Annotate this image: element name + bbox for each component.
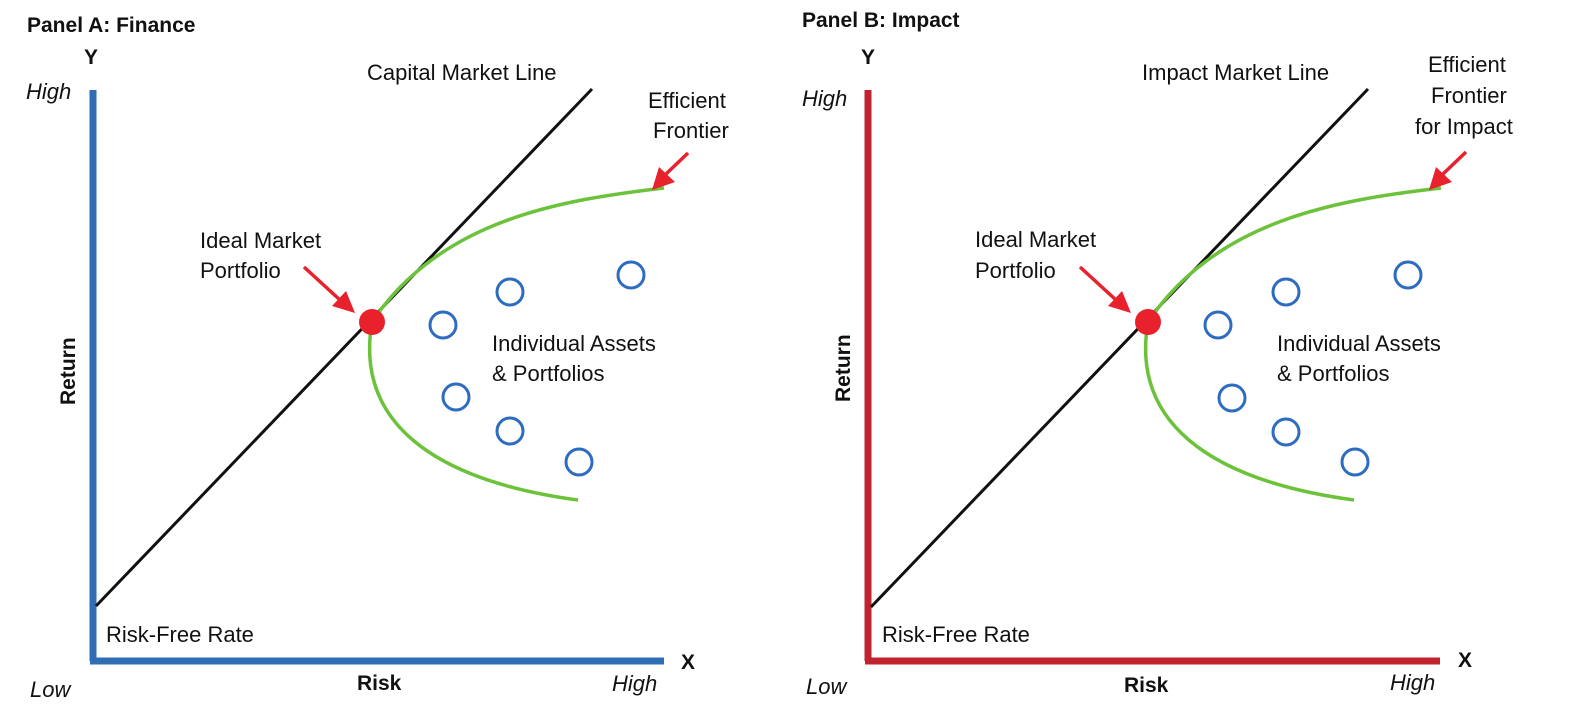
panel-b-y-name: Return xyxy=(832,334,855,402)
panel-a-capital-market-line xyxy=(94,87,594,608)
panel-b-frontier-arrow xyxy=(1441,150,1468,176)
panel-b-portfolio-label-2: Portfolio xyxy=(975,258,1056,283)
panel-b-portfolio-arrow xyxy=(1078,265,1118,302)
panel-b-y-high: High xyxy=(802,86,847,111)
panel-a-ideal-portfolio-dot xyxy=(359,309,385,335)
panel-a-frontier-label-1: Efficient xyxy=(648,88,726,113)
panel-b-risk-free-label: Risk-Free Rate xyxy=(882,622,1030,647)
panel-b-frontier-label-2: Frontier xyxy=(1431,83,1507,108)
panel-a-y-name: Return xyxy=(57,337,80,405)
panel-b-x-low: Low xyxy=(806,674,848,699)
panel-b-asset-3 xyxy=(1393,260,1423,290)
panel-b-asset-1 xyxy=(1203,310,1233,340)
panel-b-x-high: High xyxy=(1390,670,1435,695)
panel-b-y-letter: Y xyxy=(861,46,875,69)
panel-a-portfolio-arrow xyxy=(302,265,342,302)
panel-a-frontier-arrowhead xyxy=(652,167,675,190)
panel-b-frontier-label-1: Efficient xyxy=(1428,52,1506,77)
panel-b-x-name: Risk xyxy=(1124,674,1169,697)
panel-a-y-letter: Y xyxy=(84,46,98,69)
panel-a-asset-6 xyxy=(564,447,594,477)
panel-a-frontier-arrow xyxy=(664,151,690,176)
panel-b-asset-5 xyxy=(1271,417,1301,447)
panel-a-portfolio-label-1: Ideal Market xyxy=(200,228,321,253)
panel-b-asset-2 xyxy=(1271,277,1301,307)
panel-a-x-name: Risk xyxy=(357,672,402,695)
panel-b-portfolio-label-1: Ideal Market xyxy=(975,227,1096,252)
panel-a: Panel A: Finance Y X High Low High Risk … xyxy=(26,14,729,702)
panel-a-frontier-label-2: Frontier xyxy=(653,118,729,143)
panel-a-portfolio-arrowhead xyxy=(332,291,355,313)
panel-b-assets-label-2: & Portfolios xyxy=(1277,361,1390,386)
panel-a-asset-5 xyxy=(495,416,525,446)
panel-b-assets-label-1: Individual Assets xyxy=(1277,331,1441,356)
panel-b-x-letter: X xyxy=(1458,649,1472,672)
panel-a-x-high: High xyxy=(612,671,657,696)
panel-a-assets-label-2: & Portfolios xyxy=(492,361,605,386)
panel-a-asset-2 xyxy=(495,277,525,307)
panel-b-ideal-portfolio-dot xyxy=(1135,309,1161,335)
panel-a-market-line-label: Capital Market Line xyxy=(367,60,557,85)
panel-a-asset-3 xyxy=(616,260,646,290)
panel-a-x-low: Low xyxy=(30,677,72,702)
panel-a-portfolio-label-2: Portfolio xyxy=(200,258,281,283)
panel-b-asset-4 xyxy=(1217,383,1247,413)
panel-a-title: Panel A: Finance xyxy=(27,14,195,37)
panel-a-x-letter: X xyxy=(681,651,695,674)
panel-a-asset-4 xyxy=(441,382,471,412)
panel-b-portfolio-arrowhead xyxy=(1108,291,1131,313)
panel-a-y-high: High xyxy=(26,79,71,104)
panel-b-frontier-arrowhead xyxy=(1429,167,1452,190)
panel-b-asset-6 xyxy=(1340,447,1370,477)
panel-b-title: Panel B: Impact xyxy=(802,9,960,32)
panel-a-risk-free-label: Risk-Free Rate xyxy=(106,622,254,647)
panel-a-asset-1 xyxy=(428,310,458,340)
panel-b: Panel B: Impact Y X High Low High Risk R… xyxy=(802,9,1513,699)
panel-b-market-line-label: Impact Market Line xyxy=(1142,60,1329,85)
panel-a-assets-label-1: Individual Assets xyxy=(492,331,656,356)
panel-b-impact-market-line xyxy=(869,87,1370,609)
panel-b-frontier-label-3: for Impact xyxy=(1415,114,1513,139)
